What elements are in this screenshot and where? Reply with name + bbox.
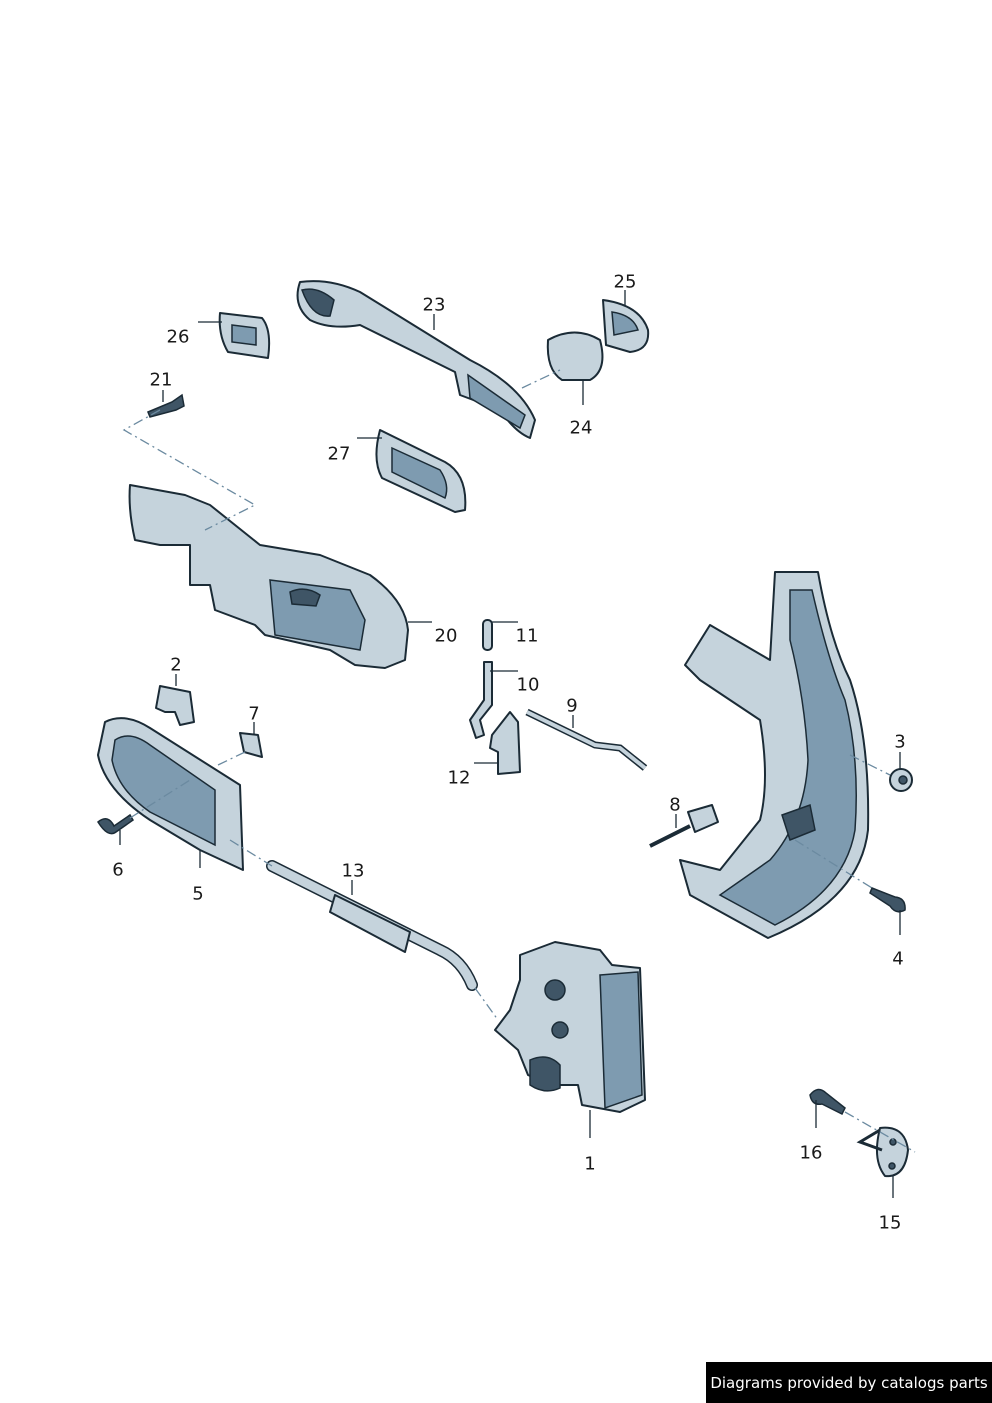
assembly-line-15 <box>844 1111 916 1153</box>
assembly-line-3 <box>849 754 891 776</box>
part-15-striker <box>875 1126 909 1178</box>
part-1-lock-motor <box>529 1056 561 1092</box>
callout-12: 12 <box>447 767 471 789</box>
callout-25: 25 <box>613 271 637 293</box>
assembly-line-1 <box>474 987 499 1021</box>
part-1-lock-plate <box>599 971 643 1110</box>
callout-3: 3 <box>894 731 906 753</box>
part-12-bracket <box>489 711 521 775</box>
part-7-clip <box>239 732 263 758</box>
part-1-latch2 <box>544 979 566 1001</box>
part-23-handle-inner <box>467 373 526 430</box>
callout-6: 6 <box>112 859 124 881</box>
part-20-handle-carrier <box>128 484 409 669</box>
part-15-loop <box>856 1128 883 1152</box>
part-2-clip <box>155 685 195 726</box>
part-15-hole2 <box>888 1162 896 1170</box>
part-5-recess <box>111 735 216 847</box>
credit-banner: Diagrams provided by catalogs parts <box>706 1362 992 1403</box>
door-frame-pocket <box>781 804 816 841</box>
callout-16: 16 <box>799 1142 823 1164</box>
callout-11: 11 <box>515 625 539 647</box>
callout-24: 24 <box>569 417 593 439</box>
part-3-nut-hole <box>898 775 908 785</box>
assembly-line-24 <box>521 369 561 389</box>
callout-1: 1 <box>584 1153 596 1175</box>
callout-27: 27 <box>327 443 351 465</box>
callout-15: 15 <box>878 1212 902 1234</box>
callout-23: 23 <box>422 294 446 316</box>
assembly-line-5 <box>217 751 246 766</box>
callout-20: 20 <box>434 625 458 647</box>
part-13-sleeve <box>329 894 411 953</box>
part-4-bolt <box>869 887 906 913</box>
callout-10: 10 <box>516 674 540 696</box>
part-27-opening <box>391 446 448 500</box>
callout-21: 21 <box>149 369 173 391</box>
part-9-rod-fill <box>526 710 647 770</box>
part-26-hole <box>231 324 257 346</box>
part-1-latch <box>551 1021 569 1039</box>
leader-lines <box>119 290 901 1198</box>
door-frame-shade <box>718 589 857 926</box>
part-23-handle-end <box>301 288 335 317</box>
callout-13: 13 <box>341 860 365 882</box>
part-10-rod <box>469 661 493 739</box>
assembly-line-6 <box>129 779 191 819</box>
part-11-pin <box>482 619 493 651</box>
credit-text: Diagrams provided by catalogs parts <box>710 1373 988 1392</box>
callout-8: 8 <box>669 794 681 816</box>
callout-4: 4 <box>892 948 904 970</box>
part-24-cap <box>546 331 604 381</box>
assembly-line-21 <box>122 409 257 531</box>
assembly-line-13 <box>229 839 273 867</box>
part-20-detail <box>289 588 321 607</box>
part-8-switch <box>687 804 719 833</box>
part-6-screw <box>97 813 135 835</box>
assembly-line-4 <box>794 839 873 889</box>
part-8-wire <box>649 824 691 848</box>
callout-26: 26 <box>166 326 190 348</box>
callout-5: 5 <box>192 883 204 905</box>
callout-7: 7 <box>248 703 260 725</box>
callout-2: 2 <box>170 654 182 676</box>
part-13-cable-fill <box>267 861 477 990</box>
callout-9: 9 <box>566 695 578 717</box>
part-25-hole <box>611 311 639 336</box>
part-16-bolt <box>809 1088 846 1116</box>
